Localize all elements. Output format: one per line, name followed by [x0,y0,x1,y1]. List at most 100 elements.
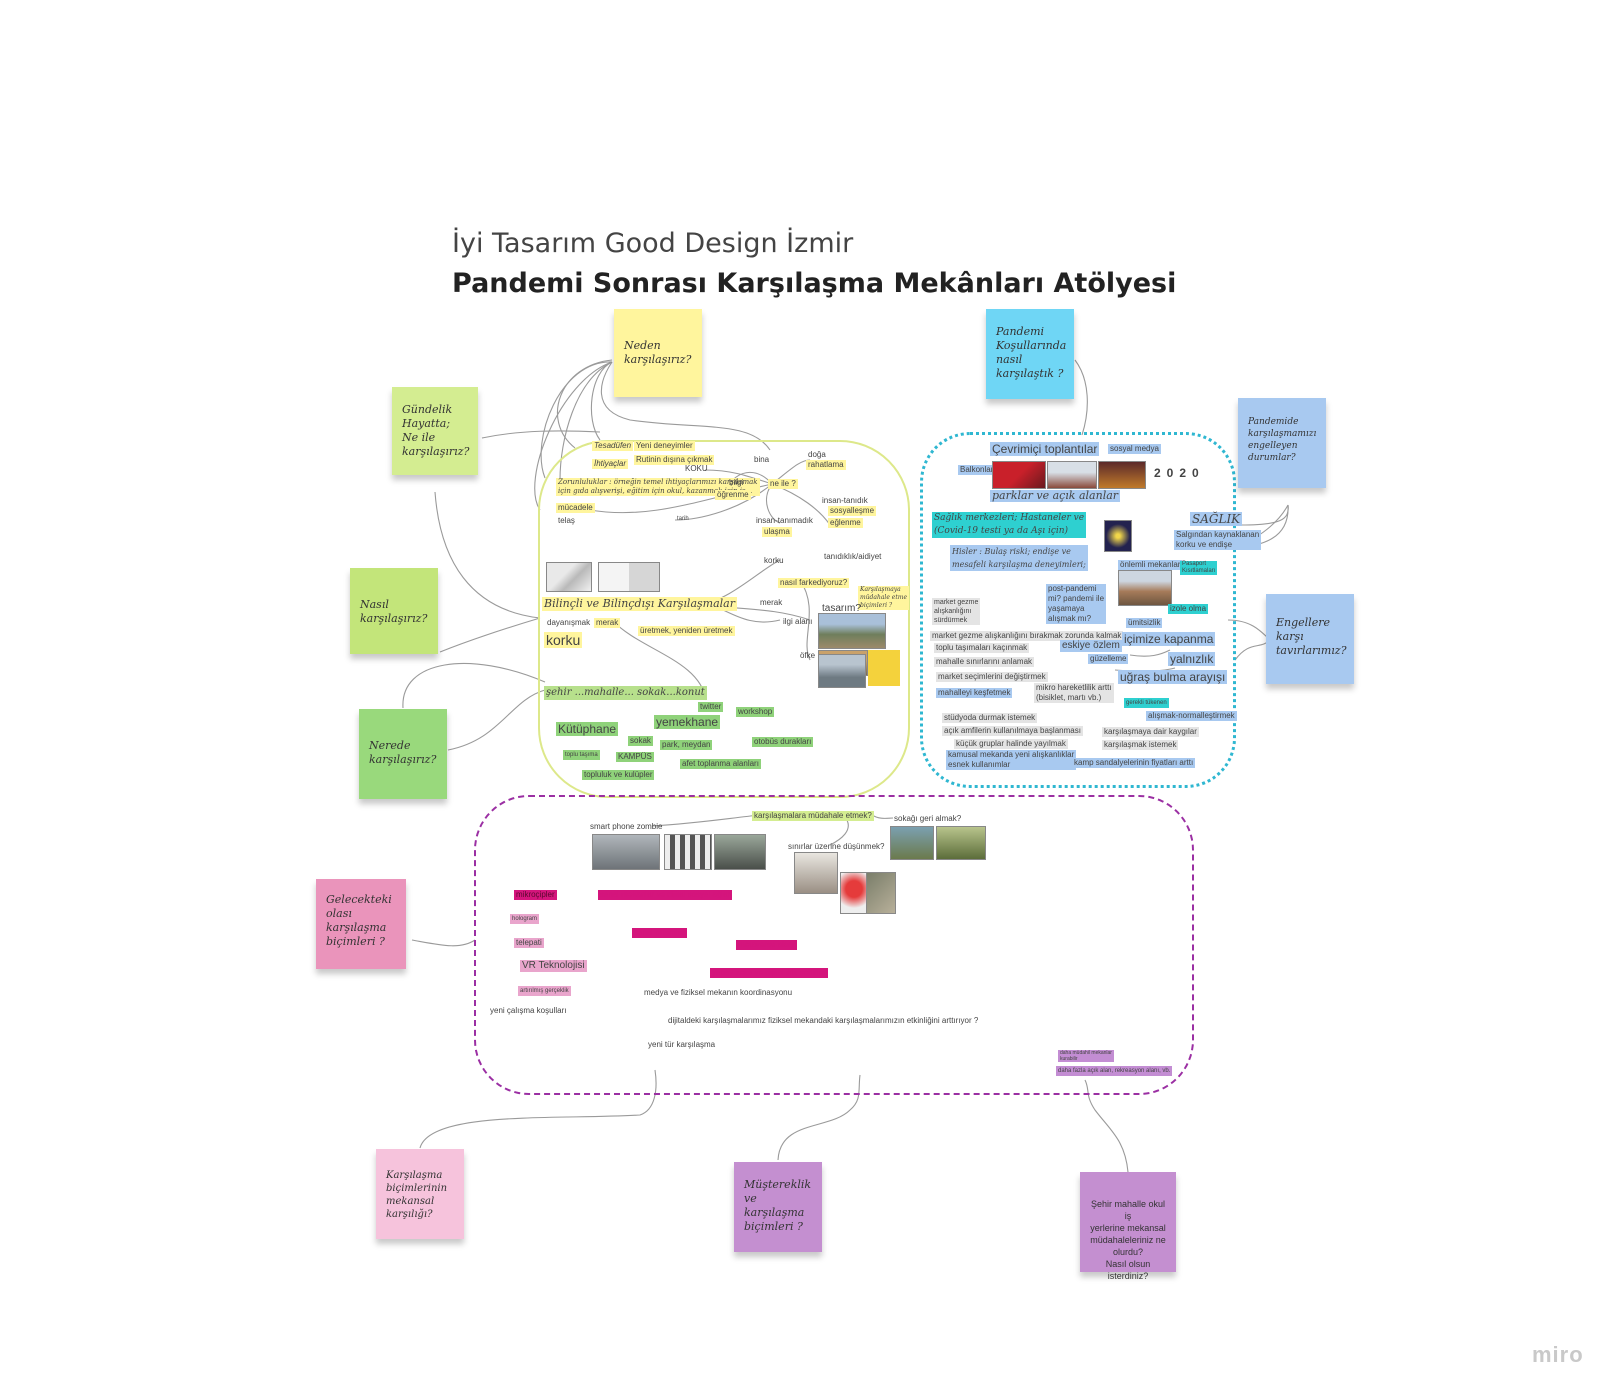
sticky-musterek[interactable]: Müştereklik ve karşılaşma biçimleri ? [734,1162,822,1252]
label-icimize: içimize kapanma [1122,632,1216,646]
label-mahalle-sinir: mahalle sınırlarını anlamak [934,657,1035,667]
label-smart-phone: smart phone zombie [590,822,663,831]
sticky-sehir-mahalle[interactable]: Şehir mahalle okul iş yerlerine mekansal… [1080,1172,1176,1281]
photo-crosswalk[interactable] [664,834,712,870]
sticky-neden[interactable]: Neden karşılaşırız? [614,309,702,397]
label-kucuk-gruplar: küçük gruplar halinde yayılmak [954,739,1068,749]
label-yemekhane: yemekhane [654,715,721,729]
label-karsilasmak-iste: karşılaşmak istemek [1102,740,1179,750]
label-telepati: telepati [514,938,544,948]
group-frame-everyday [538,440,910,798]
label-sosyal-medya: sosyal medya [1108,444,1161,454]
label-mucadele: mücadele [556,503,595,513]
label-twitter: twitter [698,702,724,712]
label-karsilasmaya-mudahale: Karşılaşmaya müdahale etme biçimleri ? [858,586,909,610]
photo-red-poster[interactable] [992,461,1046,489]
label-dijitaldeki: dijitaldeki karşılaşmalarımız fiziksel m… [668,1016,979,1025]
photo-night-gathering[interactable] [1098,461,1146,489]
sticky-engellere[interactable]: Engellere karşı tavırlarımız? [1266,594,1354,684]
label-ulasma: ulaşma [762,527,792,537]
label-market-birakmak: market gezme alışkanlığını bırakmak zoru… [930,631,1124,641]
label-tesadufen: Tesadüfen [592,441,634,451]
label-rahatlama: rahatlama [806,460,846,470]
miro-logo: miro [1532,1342,1584,1367]
photo-interior-1[interactable] [546,562,592,592]
label-sosyallesme: sosyalleşme [828,506,877,516]
label-mikro: mikro hareketlilik arttı (bisiklet, mart… [1034,683,1114,703]
label-kamusal: kamusal mekanda yeni alışkanlıklar esnek… [946,750,1077,770]
label-korku: korku [544,632,583,648]
label-parklar: parklar ve açık alanlar [990,489,1121,502]
label-balkonlar: Balkonlar [958,465,996,475]
label-toplu-tasimalar: toplu taşımaları kaçınmak [934,643,1030,653]
label-kutuphane: Kütüphane [556,722,619,736]
label-karsilasmaya-dair: karşılaşmaya dair kaygılar [1102,727,1199,737]
sticky-gelecek[interactable]: Gelecekteki olası karşılaşma biçimleri ? [316,879,406,969]
label-workshop: workshop [736,707,775,717]
label-lilac2: daha fazla açık alan, rekreasyon alanı, … [1056,1066,1173,1076]
label-dayanisma: dayanışmak [547,618,591,627]
label-bina: bina [754,455,770,464]
sticky-pandemi-kosul[interactable]: Pandemi Koşullarında nasıl karşılaştık ? [986,309,1074,399]
photo-street[interactable] [1047,461,1097,489]
label-merak-mid: merak [760,598,783,607]
photo-plaza-1[interactable] [818,613,886,649]
sticky-nasil[interactable]: Nasıl karşılaşırız? [350,568,438,654]
label-zorunluluklar: Zorunluluklar : örneğin temel ihtiyaçlar… [556,478,760,496]
sticky-engelleyen[interactable]: Pandemide karşılaşmamızı engelleyen duru… [1238,398,1326,488]
label-merak: merak [594,618,621,628]
board-title: İyi Tasarım Good Design İzmir [452,228,854,259]
label-pink-mid1: sanal ortamlar [632,928,687,938]
label-studyoda: stüdyoda durmak istemek [942,713,1038,723]
label-ihtiyaclar: İhtiyaçlar [592,459,629,469]
label-hologram: hologram [510,914,540,924]
photo-crowd[interactable] [818,654,866,688]
label-bilincli: Bilinçli ve Bilinçdışı Karşılaşmalar [542,597,737,611]
photo-street-seating[interactable] [936,826,986,860]
label-nasil-fark: nasıl farkediyoruz? [778,578,850,588]
photo-aerial-map[interactable] [866,872,896,914]
label-tanidiklik: tanıdıklık/aidiyet [824,552,882,561]
label-ilgi-alani: ilgi alanı [783,617,813,626]
label-sinirlar: sınırlar üzerine düşünmek? [788,842,885,851]
label-post-pandemi: post-pandemi mi? pandemi ile yaşamaya al… [1046,584,1107,624]
photo-mosque-market[interactable] [1118,570,1172,606]
label-tarih: tarih [677,516,689,522]
label-insan-tanimadik: insan-tanımadık [756,516,813,525]
label-koku: KOKU [685,464,708,473]
label-yalnizlik: yalnızlık [1168,652,1216,666]
label-sehir-mahalle: şehir ...mahalle... sokak...konut [544,686,707,700]
sticky-gundelik[interactable]: Gündelik Hayatta; Ne ile karşılaşırız? [392,387,478,475]
photo-street-party[interactable] [890,826,934,860]
label-sokagi: sokağı geri almak? [894,814,962,823]
label-lilac1: daha müdahil mekanlar kurabilir [1058,1050,1114,1062]
label-ofke: öfke [800,651,816,660]
label-market-gezme-ali: market gezme alışkanlığını sürdürmek [932,598,981,625]
label-cevrimici: Çevrimiçi toplantılar [990,442,1100,456]
sticky-nerede[interactable]: Nerede karşılaşırız? [359,709,447,799]
label-hisler: Hisler : Bulaş riski; endişe ve mesafeli… [950,545,1088,571]
label-acik-amfi: açık amfilerin kullanılmaya başlanması [942,726,1083,736]
label-gerekli: gerekli tükenen [1124,698,1169,708]
label-onlemli: önlemli mekanlar [1118,560,1183,570]
label-insan-tanidik: insan-tanıdık [822,496,868,505]
label-tasarim: tasarım? [822,603,861,614]
label-pink-long2: yapay zeka ve dijital ikiz şehirler [710,968,828,978]
label-afet: afet toplanma alanları [680,759,761,769]
photo-yellow-note[interactable] [868,650,900,686]
photo-map-red[interactable] [840,872,868,914]
group-frame-future [474,795,1194,1095]
sticky-mekansal[interactable]: Karşılaşma biçimlerinin mekansal karşılı… [376,1149,464,1239]
photo-phone-zombie-2[interactable] [714,834,766,870]
label-rutinin: Rutinin dışına çıkmak [634,455,715,465]
label-medya: medya ve fiziksel mekanın koordinasyonu [644,988,793,997]
photo-phone-zombie-1[interactable] [592,834,660,870]
label-topluluk: topluluk ve kulüpler [582,770,655,780]
label-yeni-calisma: yeni çalışma koşulları [490,1006,567,1015]
label-bilgi-top: bilgi [729,478,744,487]
label-saglik: SAĞLIK [1190,512,1243,526]
photo-boundary-art[interactable] [794,852,838,894]
photo-interior-2[interactable] [598,562,660,592]
photo-virus[interactable] [1104,520,1132,552]
label-pasaport: Pasaport Kısıtlamaları [1180,561,1218,575]
